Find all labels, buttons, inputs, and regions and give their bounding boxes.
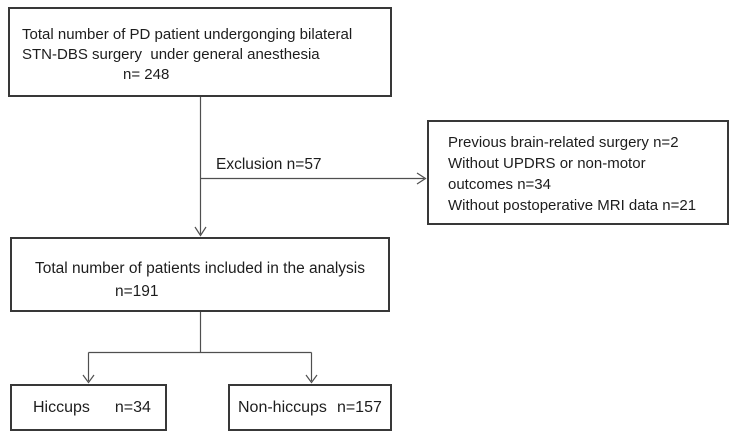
text-line: Total number of patients included in the…	[34, 260, 365, 277]
non-hiccups-count: n=157	[336, 398, 382, 416]
count-line: n=191	[115, 283, 159, 300]
text-line: Without postoperative MRI data n=21	[448, 197, 697, 214]
count-line: n= 248	[123, 66, 170, 83]
node-included-in-analysis: Total number of patients included in the…	[10, 237, 390, 312]
hiccups-label: Hiccups	[33, 398, 90, 416]
exclusion-label: Exclusion n=57	[216, 156, 322, 173]
arrowhead-down-non-hiccups	[305, 374, 318, 384]
node-exclusion-reasons: Previous brain-related surgery n=2 Witho…	[427, 120, 729, 225]
node-total-surgery: Total number of PD patient undergonging …	[8, 7, 392, 97]
arrowhead-down-included	[194, 226, 207, 237]
text-line: outcomes n=34	[448, 176, 551, 193]
text-line: STN-DBS surgery under general anesthesia	[22, 46, 320, 63]
text-line: Previous brain-related surgery n=2	[448, 134, 679, 151]
text-line: Total number of PD patient undergonging …	[22, 26, 353, 43]
arrowhead-down-hiccups	[82, 374, 95, 384]
non-hiccups-label: Non-hiccups	[238, 398, 327, 416]
hiccups-count: n=34	[114, 398, 151, 416]
node-hiccups: Hiccups n=34	[10, 384, 167, 431]
text-line: Without UPDRS or non-motor	[448, 155, 646, 172]
arrowhead-right-exclusion	[416, 172, 427, 185]
node-non-hiccups: Non-hiccups n=157	[228, 384, 392, 431]
